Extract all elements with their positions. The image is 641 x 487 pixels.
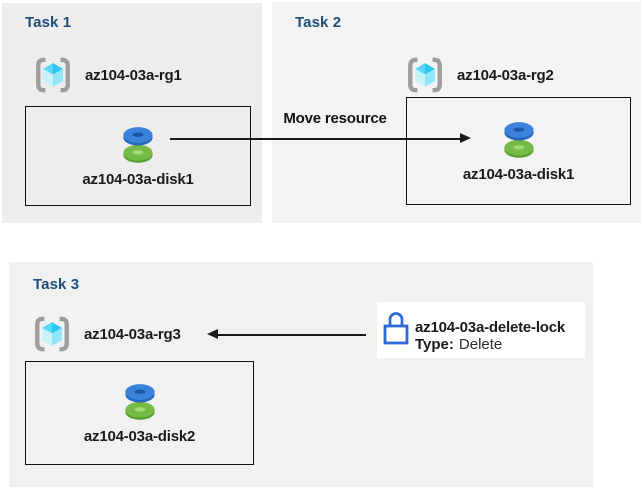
- resource-group-label: az104-03a-rg3: [84, 325, 181, 343]
- disk-label: az104-03a-disk1: [462, 166, 575, 183]
- managed-disk-icon: [121, 124, 155, 166]
- resource-group-label: az104-03a-rg1: [85, 66, 182, 84]
- task1-panel: Task 1 az104-03a-rg1 az104-03a-disk1: [2, 3, 262, 223]
- task1-resource-group: az104-03a-rg1: [34, 55, 182, 95]
- managed-disk-icon: [123, 381, 157, 423]
- task3-panel: Task 3 az104-03a-rg3 az104-03a-disk2: [9, 262, 593, 487]
- resource-group-label: az104-03a-rg2: [457, 66, 554, 84]
- task3-resource-group: az104-03a-rg3: [33, 314, 181, 354]
- delete-lock-type-value: Delete: [458, 336, 503, 353]
- delete-lock-callout: az104-03a-delete-lock Type:Delete: [377, 302, 585, 358]
- task3-title: Task 3: [33, 276, 80, 293]
- resource-group-icon: [34, 55, 72, 95]
- resource-group-icon: [406, 55, 444, 95]
- move-resource-label: Move resource: [283, 110, 387, 127]
- move-resource-arrowhead-icon: [460, 133, 471, 143]
- task3-resource-box: az104-03a-disk2: [25, 361, 254, 465]
- task2-resource-box: az104-03a-disk1: [406, 97, 631, 205]
- lock-icon: [382, 310, 410, 348]
- delete-lock-type-label: Type:: [415, 336, 454, 353]
- task1-resource-box: az104-03a-disk1: [25, 106, 251, 206]
- managed-disk-icon: [502, 119, 536, 161]
- task2-panel: Task 2 az104-03a-rg2 az104-03a-disk1: [272, 2, 641, 223]
- task2-resource-group: az104-03a-rg2: [406, 55, 554, 95]
- delete-lock-name: az104-03a-delete-lock: [415, 319, 566, 336]
- delete-lock-arrowhead-icon: [207, 329, 218, 339]
- task1-title: Task 1: [25, 14, 72, 31]
- move-resource-arrow-line: [170, 138, 461, 140]
- disk-label: az104-03a-disk2: [83, 428, 196, 445]
- resource-group-icon: [33, 314, 71, 354]
- disk-label: az104-03a-disk1: [82, 171, 194, 188]
- delete-lock-text: az104-03a-delete-lock Type:Delete: [415, 319, 565, 353]
- task2-title: Task 2: [295, 14, 342, 31]
- delete-lock-arrow-line: [217, 334, 366, 336]
